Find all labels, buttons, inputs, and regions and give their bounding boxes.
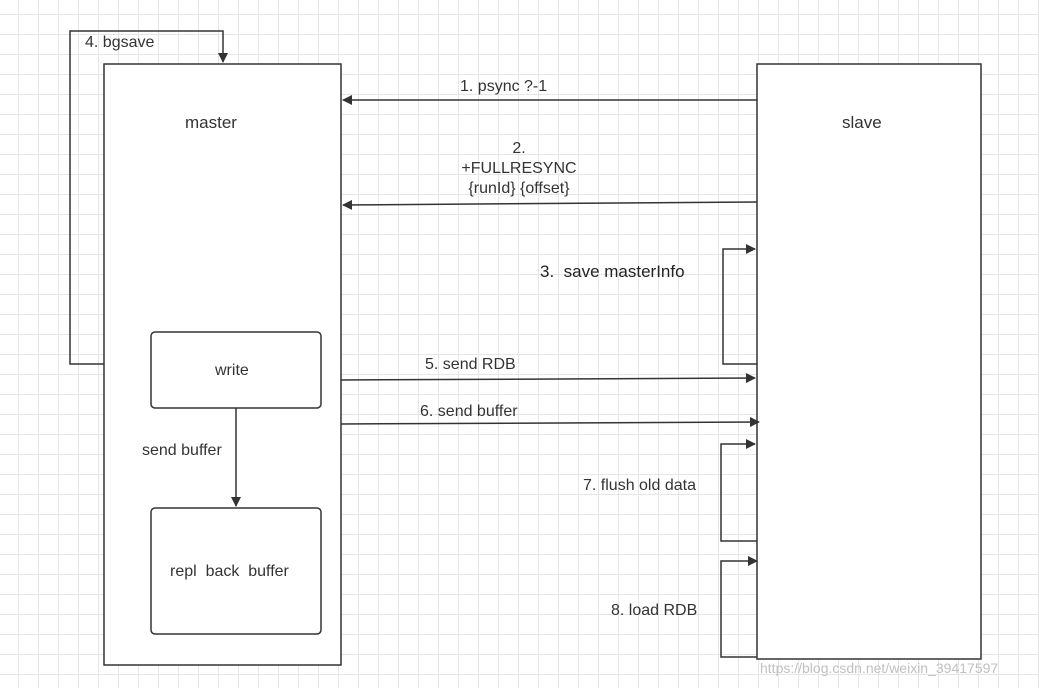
bgsave-label: 4. bgsave (85, 34, 155, 51)
flush-old-data-loop (720, 439, 757, 542)
fullresync-cmd-label: +FULLRESYNC (461, 160, 577, 177)
send-buffer-step-label: 6. send buffer (420, 403, 518, 420)
fullresync-arrow (342, 199, 758, 210)
psync-label: 1. psync ?-1 (460, 78, 548, 95)
load-rdb-loop (720, 556, 758, 658)
send-rdb-arrow (340, 373, 756, 384)
fullresync-step-label: 2. (512, 140, 526, 157)
watermark: https://blog.csdn.net/weixin_39417597 (760, 660, 999, 676)
bgsave-loop (69, 30, 228, 365)
internal-send-buffer-label: send buffer (142, 442, 222, 459)
slave-label: slave (842, 113, 882, 132)
send-rdb-label: 5. send RDB (425, 356, 516, 373)
slave-box (756, 63, 982, 660)
master-label: master (185, 113, 237, 132)
save-master-info-loop (722, 244, 757, 365)
flush-old-data-label: 7. flush old data (583, 477, 696, 494)
load-rdb-label: 8. load RDB (611, 602, 698, 619)
repl-buffer-label: repl back buffer (170, 563, 289, 580)
write-label: write (215, 362, 249, 379)
fullresync-args-label: {runId} {offset} (468, 180, 570, 197)
repl-buffer-box (150, 507, 322, 635)
save-master-info-label: 3. save masterInfo (540, 262, 685, 281)
send-buffer-arrow (340, 417, 760, 428)
